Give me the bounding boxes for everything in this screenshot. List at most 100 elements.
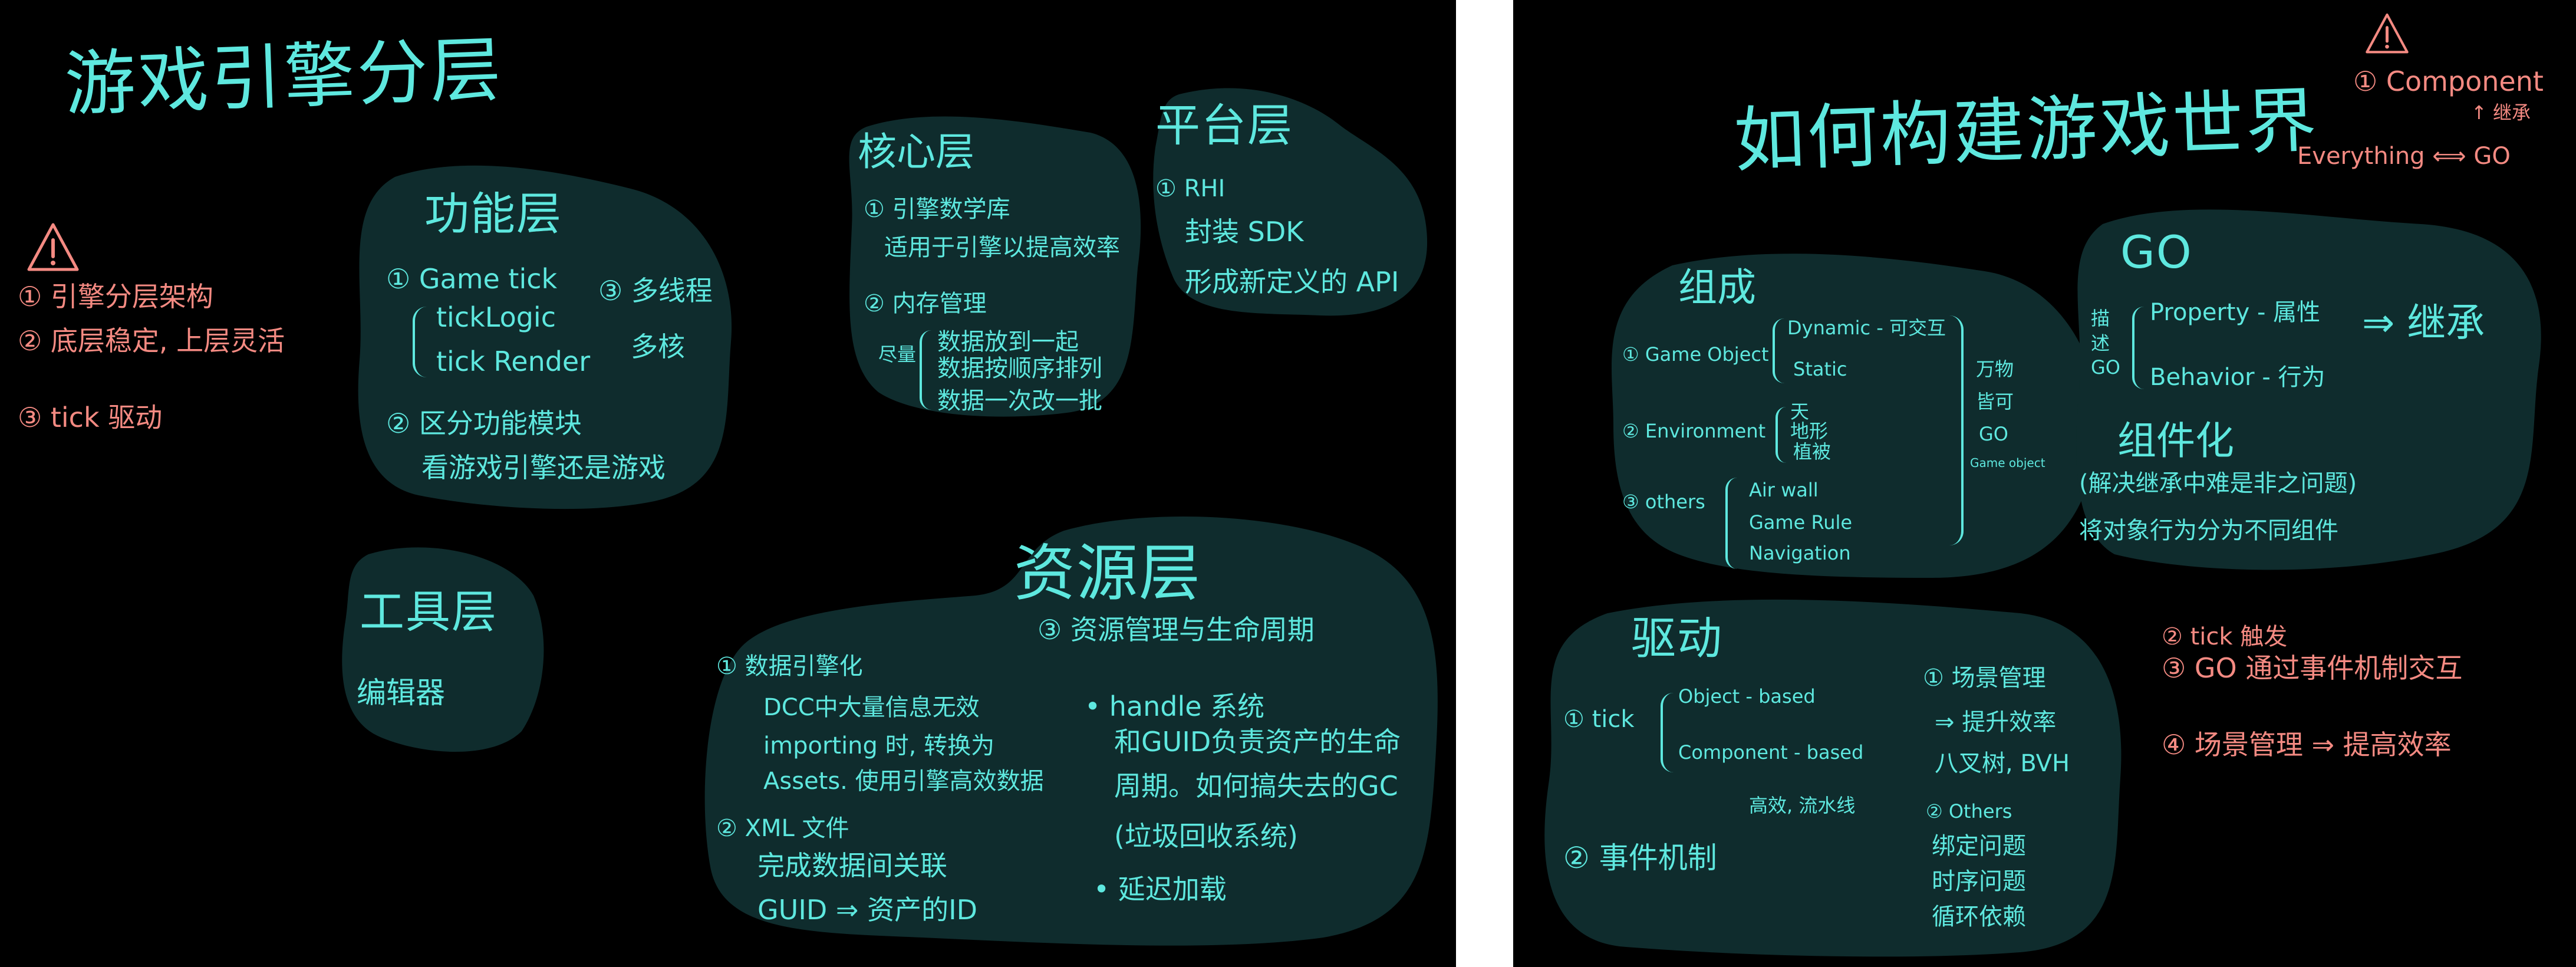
warning-item-1: ① 引擎分层架构 [18,281,213,313]
others-brace [1725,478,1737,569]
scene-efficiency: ⇒ 提升效率 [1935,709,2057,736]
platform-layer-heading: 平台层 [1155,99,1293,152]
static: Static [1793,358,1847,380]
component-based: Component - based [1678,741,1864,764]
gc-lifecycle: 周期。如何搞失去的GC [1114,770,1398,802]
air-wall: Air wall [1749,479,1819,501]
tick: ① tick [1563,706,1635,733]
engine-or-game: 看游戏引擎还是游戏 [421,452,666,484]
game-object: ① Game Object [1622,343,1769,366]
env-terrain: 地形 [1790,420,1829,442]
tool-layer-blob [342,547,544,752]
env-vegetation: 植被 [1793,440,1831,463]
tick-brace-right [1661,693,1674,772]
garbage-collection: (垃圾回收系统) [1114,820,1298,852]
everything-is-go-1: 万物 [1976,358,2014,380]
environment: ② Environment [1622,420,1766,442]
componentization: 组件化 [2117,418,2234,463]
tick-brace [413,307,427,377]
describe-go: 描述GO [2091,307,2120,379]
memory-rule-3: 数据一次改一批 [937,387,1102,415]
memory-rule-2: 数据按顺序排列 [937,355,1102,382]
core-layer-heading: 核心层 [858,129,974,175]
note-tick-trigger: ② tick 触发 [2162,623,2288,650]
game-tick: ① Game tick [386,263,558,295]
warning-item-2: ② 底层稳定, 上层灵活 [18,325,285,357]
data-association: 完成数据间关联 [757,850,947,882]
go-brace [1773,318,1784,383]
go-heading: GO [2120,226,2193,278]
tick-logic: tickLogic [436,301,556,333]
event-mechanism: ② 事件机制 [1563,841,1717,875]
memory-rule-1: 数据放到一起 [937,328,1079,356]
editor: 编辑器 [357,676,445,710]
everything-go: Everything ⟺ GO [2297,143,2511,170]
behavior: Behavior - 行为 [2150,364,2325,391]
everything-is-go-3: GO [1979,423,2008,445]
go-blob [2076,209,2541,570]
rhi: ① RHI [1155,175,1226,202]
function-layer-heading: 功能层 [424,188,562,240]
navigation: Navigation [1749,542,1851,564]
object-based: Object - based [1678,685,1816,708]
memory-brace [920,330,931,410]
function-modules: ② 区分功能模块 [386,407,582,439]
guid-lifecycle: 和GUID负责资产的生命 [1114,726,1401,758]
tool-layer-heading: 工具层 [360,586,498,638]
composition-right-brace [1949,315,1964,545]
describe-brace [2132,307,2144,389]
platform-layer-blob [1153,88,1428,316]
memory-management: ② 内存管理 [864,290,987,317]
note-go-event: ③ GO 通过事件机制交互 [2162,652,2463,684]
everything-is-go-2: 皆可 [1976,390,2014,413]
new-api: 形成新定义的 API [1185,266,1399,298]
warning-icon [27,223,79,271]
dcc-info: DCC中大量信息无效 [763,694,980,721]
multithread: ③ 多线程 [598,275,713,307]
wrap-sdk: 封装 SDK [1185,216,1304,248]
env-sky: 天 [1790,400,1810,423]
others: ③ others [1622,491,1705,513]
composition-heading: 组成 [1678,265,1756,310]
assets: Assets. 使用引擎高效数据 [763,768,1044,795]
function-layer-blob [358,165,732,509]
drive-others: ② Others [1926,800,2012,823]
resource-lifecycle: ③ 资源管理与生命周期 [1037,614,1315,646]
resource-layer-blob [704,517,1438,946]
importing: importing 时, 转换为 [763,732,995,759]
property: Property - 属性 [2150,299,2321,326]
multicore: 多核 [631,331,685,363]
lazy-loading: • 延迟加载 [1093,873,1227,905]
warning-item-3: ③ tick 驱动 [18,402,163,433]
octree-bvh: 八叉树, BVH [1935,750,2070,777]
drive-heading: 驱动 [1631,612,1723,665]
math-library: ① 引擎数学库 [864,196,1010,223]
scene-management: ① 场景管理 [1923,665,2046,692]
composition-blob [1612,254,2099,578]
data-engine-ization: ① 数据引擎化 [716,653,863,680]
cyclic-dependency: 循环依赖 [1932,903,2026,930]
timing-issue: 时序问题 [1932,868,2026,895]
env-brace [1775,407,1786,463]
right-title: 如何构建游戏世界 [1732,80,2320,182]
left-board: 游戏引擎分层 ① 引擎分层架构 ② 底层稳定, 上层灵活 ③ tick 驱动 功… [0,0,1456,967]
comp-solve: (解决继承中难是非之问题) [2079,470,2357,497]
right-board: 如何构建游戏世界 ① Component ↑ 继承 Everything ⟺ G… [1513,0,2576,967]
note-scene-efficiency: ④ 场景管理 ⇒ 提高效率 [2162,729,2452,761]
binding-issue: 绑定问题 [1932,833,2026,860]
comp-split: 将对象行为分为不同组件 [2079,517,2338,544]
math-efficiency: 适用于引擎以提高效率 [884,234,1120,261]
tick-render: tick Render [436,346,591,377]
guid-asset-id: GUID ⇒ 资产的ID [757,894,978,926]
drive-blob [1544,599,2122,957]
component-note: ① Component [2353,65,2544,97]
inherit-note: ↑ 继承 [2471,101,2531,124]
warning-icon-right [2366,13,2409,54]
handle-system: • handle 系统 [1085,690,1265,722]
dynamic: Dynamic - 可交互 [1787,317,1946,339]
memory-side-note: 尽量 [878,343,917,366]
page-title: 游戏引擎分层 [63,29,505,126]
inherit-arrow: ⇒ 继承 [2362,300,2485,346]
resource-layer-heading: 资源层 [1014,537,1202,609]
everything-is-go-4: Game object [1970,456,2045,470]
